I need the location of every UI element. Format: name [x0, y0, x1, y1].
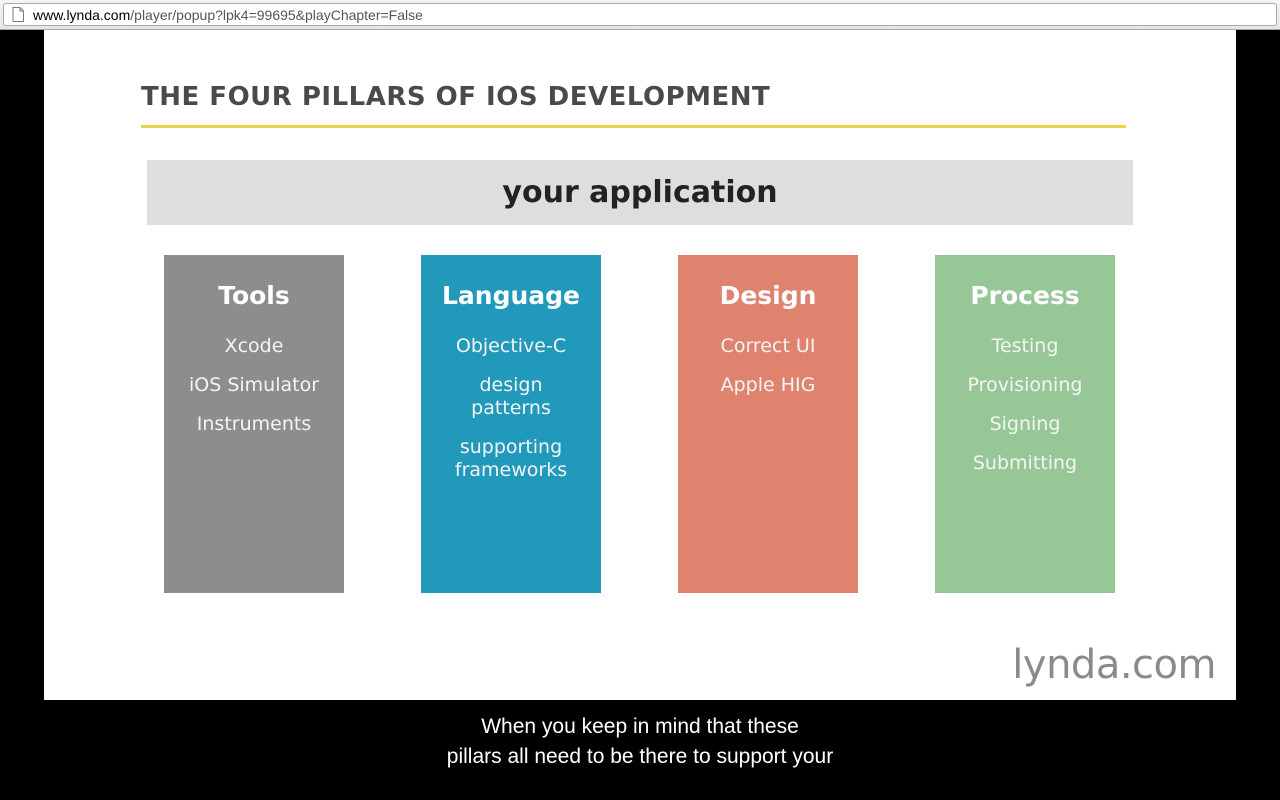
slide: THE FOUR PILLARS OF IOS DEVELOPMENT your…: [44, 30, 1236, 700]
logo-suffix: .com: [1119, 642, 1217, 688]
pillar-item: design patterns: [471, 374, 551, 419]
url-path: /player/popup?lpk4=99695&playChapter=Fal…: [130, 6, 423, 23]
application-bar-label: your application: [502, 175, 778, 210]
pillar-process: Process Testing Provisioning Signing Sub…: [935, 255, 1115, 593]
pillar-design: Design Correct UI Apple HIG: [678, 255, 858, 593]
url-field[interactable]: www.lynda.com/player/popup?lpk4=99695&pl…: [3, 3, 1277, 26]
title-underline: [141, 125, 1126, 128]
pillar-item: Correct UI: [720, 335, 816, 357]
pillar-item: Provisioning: [967, 374, 1083, 396]
url-domain: www.lynda.com: [33, 6, 131, 23]
pillar-heading: Design: [719, 281, 817, 310]
url-text[interactable]: www.lynda.com/player/popup?lpk4=99695&pl…: [33, 7, 423, 23]
pillar-tools: Tools Xcode iOS Simulator Instruments: [164, 255, 344, 593]
pillar-heading: Tools: [218, 281, 290, 310]
pillar-item: Xcode: [224, 335, 284, 357]
slide-title: THE FOUR PILLARS OF IOS DEVELOPMENT: [141, 82, 771, 112]
pillar-language: Language Objective-C design patterns sup…: [421, 255, 601, 593]
document-icon: [9, 4, 27, 26]
caption-line: When you keep in mind that these: [481, 715, 799, 738]
browser-address-bar: www.lynda.com/player/popup?lpk4=99695&pl…: [0, 0, 1280, 30]
pillar-heading: Language: [441, 281, 580, 310]
pillar-heading: Process: [970, 281, 1080, 310]
pillar-item: supporting frameworks: [454, 436, 568, 481]
application-bar: your application: [147, 160, 1133, 225]
pillar-item: Signing: [989, 413, 1061, 435]
lynda-logo: lynda.com: [1012, 642, 1216, 688]
pillar-item: Testing: [991, 335, 1059, 357]
logo-main: lynda: [1012, 642, 1120, 688]
subtitle-caption: When you keep in mind that these pillars…: [0, 712, 1280, 772]
pillar-item: Apple HIG: [720, 374, 816, 396]
caption-line: pillars all need to be there to support …: [446, 745, 834, 768]
pillar-item: Submitting: [972, 452, 1078, 474]
pillar-item: Instruments: [196, 413, 312, 435]
pillar-item: Objective-C: [455, 335, 567, 357]
pillar-item: iOS Simulator: [188, 374, 320, 396]
